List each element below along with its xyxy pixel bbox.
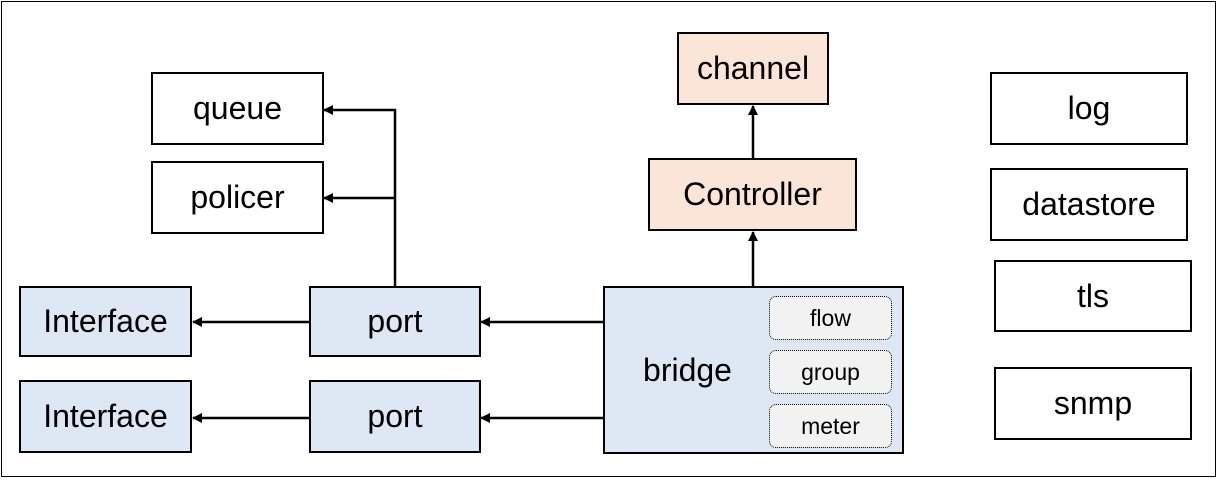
policer-label: policer (190, 179, 285, 215)
bridge-node: bridge flow group meter (603, 286, 904, 454)
group-table: group (769, 350, 892, 394)
snmp-label: snmp (1053, 385, 1133, 421)
channel-node: channel (677, 32, 829, 105)
group-label: group (801, 358, 860, 385)
interface-node-1: Interface (19, 286, 192, 357)
controller-label: Controller (683, 176, 822, 212)
flow-label: flow (810, 304, 851, 331)
queue-node: queue (151, 72, 324, 145)
log-label: log (1067, 90, 1111, 126)
port-node-1: port (309, 286, 481, 357)
bridge-label: bridge (643, 351, 732, 388)
meter-table: meter (769, 404, 892, 448)
interface-node-2: Interface (19, 380, 192, 453)
log-node: log (990, 72, 1188, 145)
queue-label: queue (193, 90, 282, 126)
channel-label: channel (696, 50, 810, 86)
port-label-2: port (367, 398, 423, 434)
meter-label: meter (801, 412, 860, 439)
interface-label-2: Interface (43, 398, 168, 434)
tls-node: tls (994, 260, 1192, 332)
tls-label: tls (1077, 277, 1109, 314)
controller-node: Controller (648, 158, 857, 231)
datastore-node: datastore (990, 168, 1188, 241)
flow-table: flow (769, 296, 892, 340)
snmp-node: snmp (994, 367, 1192, 440)
datastore-label: datastore (1022, 186, 1156, 222)
edge-port-to-queue (323, 105, 397, 286)
interface-label-1: Interface (43, 303, 168, 339)
port-node-2: port (309, 380, 481, 453)
policer-node: policer (151, 161, 324, 234)
port-label-1: port (367, 303, 423, 339)
